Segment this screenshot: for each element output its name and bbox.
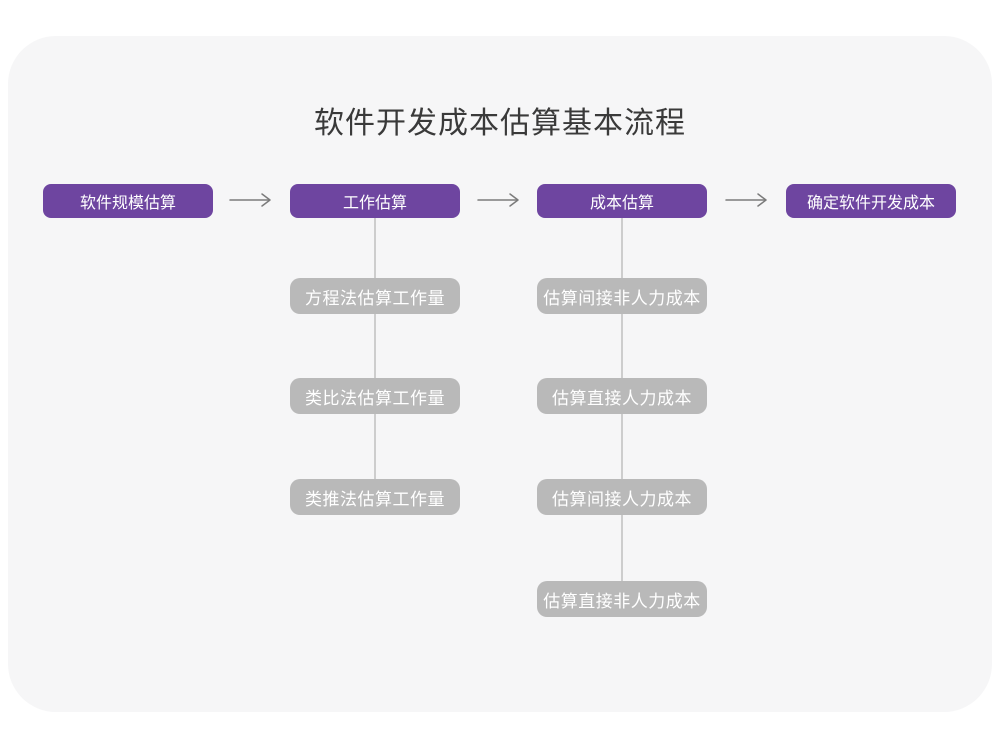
right-arrow-icon xyxy=(229,193,271,207)
node-label: 成本估算 xyxy=(589,195,654,212)
node-equation-method-workload: 方程法估算工作量 xyxy=(290,278,460,314)
node-label: 方程法估算工作量 xyxy=(305,288,445,308)
right-arrow-icon xyxy=(477,193,519,207)
node-label: 估算间接非人力成本 xyxy=(543,288,701,308)
node-cost-estimation: 成本估算 xyxy=(537,184,707,218)
node-label: 类推法估算工作量 xyxy=(305,489,445,509)
node-label: 类比法估算工作量 xyxy=(305,388,445,408)
node-label: 确定软件开发成本 xyxy=(806,195,935,212)
node-direct-labor-cost: 估算直接人力成本 xyxy=(537,378,707,414)
node-work-estimation: 工作估算 xyxy=(290,184,460,218)
node-direct-non-labor-cost: 估算直接非人力成本 xyxy=(537,581,707,617)
node-determine-development-cost: 确定软件开发成本 xyxy=(786,184,956,218)
node-label: 估算直接非人力成本 xyxy=(543,591,701,611)
node-label: 软件规模估算 xyxy=(79,195,176,212)
node-label: 估算间接人力成本 xyxy=(552,489,692,509)
node-indirect-non-labor-cost: 估算间接非人力成本 xyxy=(537,278,707,314)
node-extrapolation-method-workload: 类推法估算工作量 xyxy=(290,479,460,515)
node-label: 估算直接人力成本 xyxy=(552,388,692,408)
right-arrow-icon xyxy=(725,193,767,207)
node-indirect-labor-cost: 估算间接人力成本 xyxy=(537,479,707,515)
connector-line-work-estimation xyxy=(374,217,376,497)
node-software-size-estimation: 软件规模估算 xyxy=(43,184,213,218)
diagram-title: 软件开发成本估算基本流程 xyxy=(314,107,686,140)
diagram-card xyxy=(8,36,992,712)
node-analogy-method-workload: 类比法估算工作量 xyxy=(290,378,460,414)
node-label: 工作估算 xyxy=(342,195,407,212)
